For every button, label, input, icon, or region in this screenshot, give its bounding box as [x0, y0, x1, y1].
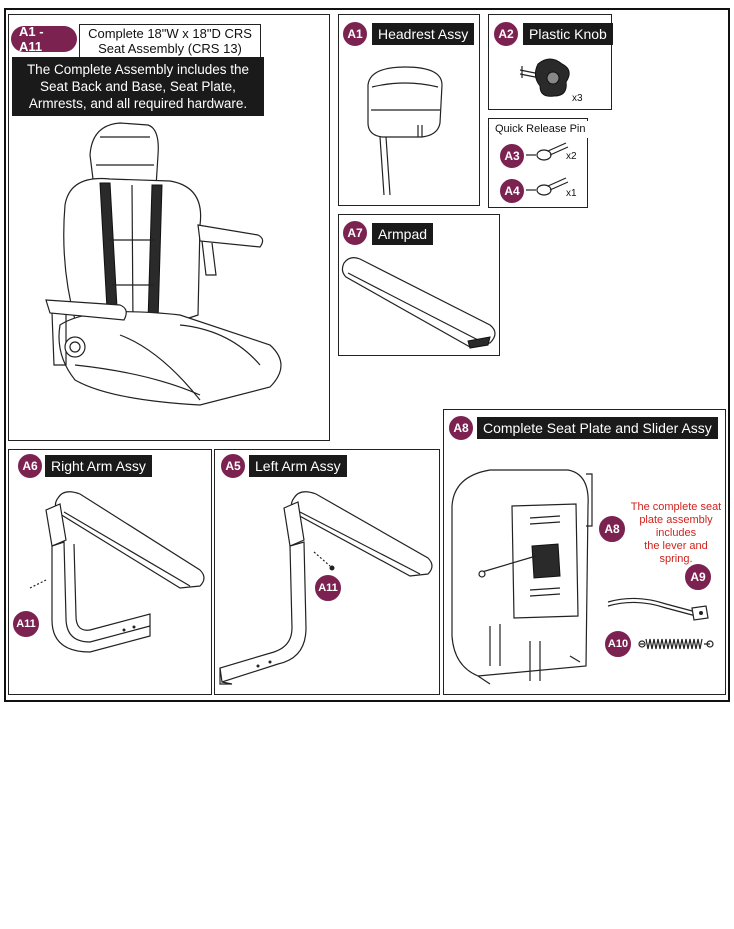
- a3-pin-drawing: [526, 142, 569, 161]
- a6-a11-callout: A11: [12, 610, 40, 638]
- a8-label: Complete Seat Plate and Slider Assy: [477, 417, 718, 439]
- main-assembly-description: The Complete Assembly includes the Seat …: [12, 57, 264, 116]
- seat-plate-drawing: [451, 469, 593, 685]
- a3-quantity: x2: [566, 151, 577, 162]
- main-title-line2: Seat Assembly (CRS 13): [98, 41, 242, 56]
- a2-badge: A2: [493, 21, 519, 47]
- a10-badge: A10: [604, 630, 632, 658]
- main-assembly-badge: A1 - A11: [11, 24, 77, 54]
- a8-note-line1: The complete seat: [630, 501, 722, 513]
- left-arm-drawing: [219, 491, 433, 685]
- a9-badge: A9: [684, 563, 712, 591]
- plastic-knob-drawing: [519, 58, 570, 97]
- quick-release-pin-label: Quick Release Pin: [490, 121, 591, 138]
- a1-badge: A1: [342, 21, 368, 47]
- lever-drawing: [607, 597, 709, 621]
- main-desc-line2: Seat Back and Base, Seat Plate,: [40, 79, 236, 94]
- a4-quantity: x1: [566, 188, 577, 199]
- a2-quantity: x3: [572, 93, 583, 104]
- a7-badge: A7: [342, 220, 368, 246]
- main-title-line1: Complete 18"W x 18"D CRS: [88, 26, 252, 41]
- armpad-drawing: [341, 257, 496, 349]
- a8-note-line3: includes: [655, 527, 697, 539]
- right-arm-drawing: [29, 491, 205, 653]
- main-desc-line1: The Complete Assembly includes the: [26, 62, 250, 77]
- a8-callout: A8: [598, 515, 626, 543]
- a5-a11-callout: A11: [314, 574, 342, 602]
- a5-label: Left Arm Assy: [249, 455, 347, 477]
- headrest-drawing: [367, 66, 443, 196]
- a4-badge: A4: [499, 178, 525, 204]
- a8-badge: A8: [448, 415, 474, 441]
- seat-assembly-drawing: [45, 122, 282, 406]
- main-assembly-title: Complete 18"W x 18"D CRS Seat Assembly (…: [79, 24, 261, 58]
- a8-note: The complete seat plate assembly include…: [628, 501, 724, 566]
- a5-badge: A5: [220, 453, 246, 479]
- a1-label: Headrest Assy: [372, 23, 475, 45]
- a8-note-line4: the lever and spring.: [644, 540, 708, 565]
- a6-label: Right Arm Assy: [45, 455, 152, 477]
- a2-label: Plastic Knob: [523, 23, 613, 45]
- main-desc-line3: Armrests, and all required hardware.: [28, 96, 248, 111]
- a6-badge: A6: [17, 453, 43, 479]
- spring-drawing: [638, 638, 714, 650]
- a4-pin-drawing: [526, 177, 569, 196]
- a3-badge: A3: [499, 143, 525, 169]
- a7-label: Armpad: [372, 223, 434, 245]
- a8-note-line2: plate assembly: [639, 514, 713, 526]
